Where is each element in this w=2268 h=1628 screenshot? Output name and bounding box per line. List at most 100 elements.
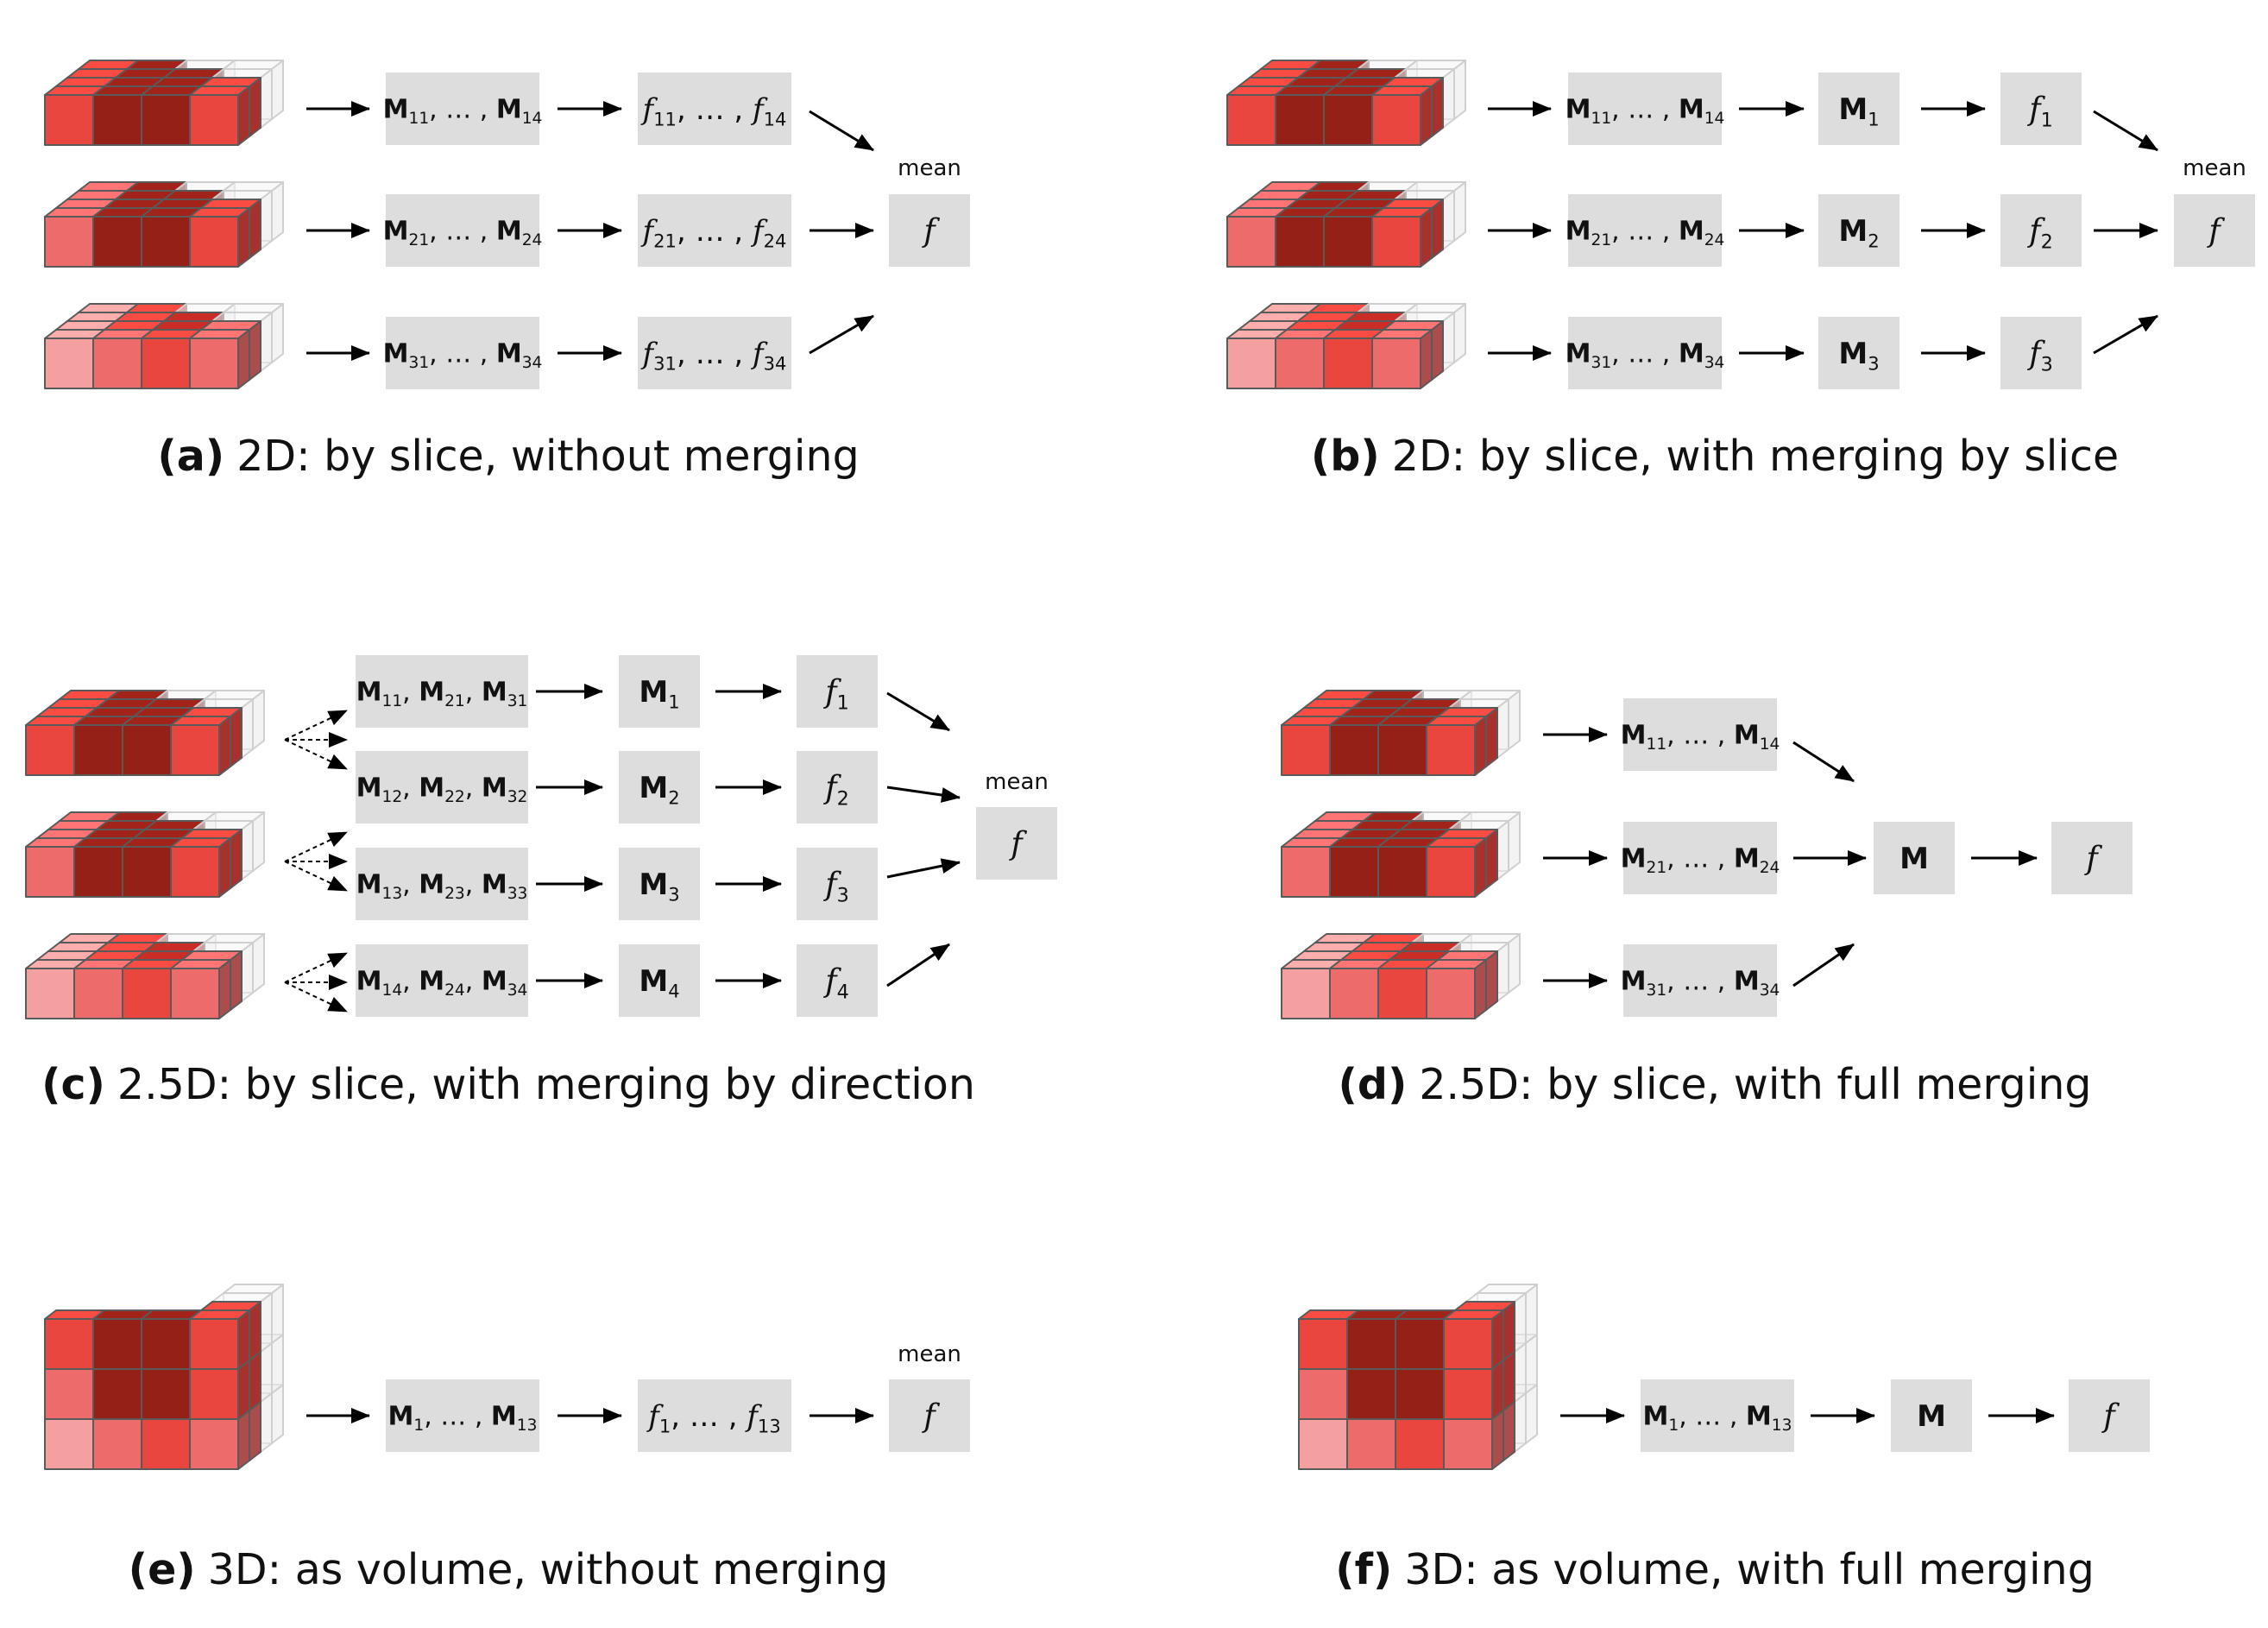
voxel-side (1491, 1309, 1504, 1370)
voxel-top (1371, 85, 1433, 96)
voxel-top (204, 933, 265, 943)
panel-e-feature-box: f1, … , f13 (638, 1379, 791, 1452)
voxel-top (189, 329, 250, 339)
voxel-top (1477, 1284, 1538, 1294)
voxel-side (1453, 60, 1466, 120)
panel-c-dashed-arrow (284, 981, 348, 1013)
panel-b-merged-box-bg (1818, 73, 1899, 145)
voxel-top (1437, 707, 1498, 717)
voxel-side (1508, 933, 1521, 994)
voxel-front (92, 1368, 142, 1420)
voxel-side (1474, 959, 1487, 1019)
panel-c-dashed-arrow (284, 710, 348, 741)
panel-c-feature-box: f2 (797, 751, 878, 823)
voxel-top (204, 811, 265, 822)
voxel-front (1275, 94, 1325, 146)
voxel-front (1443, 1368, 1493, 1420)
voxel-front (1346, 1368, 1396, 1420)
panel-d-matrix-label: M11, … , M14 (1621, 721, 1780, 754)
voxel-front (1226, 94, 1276, 146)
panel-b-arrow-in (2093, 110, 2158, 152)
panel-a-feature-label: f21, … , f24 (640, 214, 787, 251)
voxel-top (223, 1284, 284, 1294)
voxel-front (44, 338, 94, 389)
panel-a-slices-slice-3 (44, 303, 284, 389)
panel-c-feature-box: f3 (797, 848, 878, 920)
voxel-side (260, 68, 273, 129)
voxel-top (192, 820, 254, 830)
panel-d-merged-box-bg (1874, 822, 1955, 894)
voxel-side (260, 1342, 273, 1403)
voxel-front (1443, 1318, 1493, 1370)
voxel-side (241, 820, 254, 880)
voxel-front (189, 1368, 239, 1420)
voxel-top (1394, 190, 1455, 200)
voxel-front (92, 94, 142, 146)
voxel-front (170, 968, 220, 1019)
voxel-front (141, 338, 191, 389)
panel-f-matrix-box: M1, … , M13 (1641, 1379, 1794, 1452)
panel-d-slices-slice-3 (1281, 933, 1521, 1019)
voxel-front (1377, 846, 1427, 898)
panel-b-mean-label: mean (2183, 155, 2246, 181)
voxel-top (1405, 303, 1466, 313)
panel-c-arrow-in (886, 943, 950, 988)
panel-b-matrix-box-bg (1568, 194, 1722, 267)
voxel-front (73, 968, 123, 1019)
panel-a-output-box-bg (889, 194, 970, 267)
panel-d-matrix-box-bg (1623, 822, 1777, 894)
voxel-front (141, 216, 191, 268)
caption-e-text: 3D: as volume, without merging (207, 1545, 889, 1594)
panel-b-slices-slice-2 (1226, 181, 1466, 268)
voxel-front (1329, 724, 1379, 776)
panel-a-matrix-box: M11, … , M14 (383, 73, 542, 145)
panel-e-matrix-box-bg (386, 1379, 539, 1452)
voxel-front (1426, 724, 1476, 776)
panel-b-output-box-bg (2174, 194, 2255, 267)
voxel-front (189, 1318, 239, 1370)
panel-e-matrix-box: M1, … , M13 (386, 1379, 539, 1452)
voxel-side (1431, 320, 1444, 381)
voxel-front (44, 216, 94, 268)
panel-c-merged-box: M3 (619, 848, 700, 920)
voxel-top (181, 829, 243, 839)
panel-b-feature-box-bg (2000, 73, 2082, 145)
panel-b-merged-box-bg (1818, 194, 1899, 267)
voxel-side (218, 716, 231, 776)
voxel-front (1281, 724, 1331, 776)
panel-c-matrix-box: M11, M21, M31 (356, 655, 528, 728)
panel-d-matrix-box-bg (1623, 944, 1777, 1017)
panel-c-matrix-box: M13, M23, M33 (356, 848, 528, 920)
panel-b-slices-slice-1 (1226, 60, 1466, 146)
voxel-top (200, 199, 261, 209)
voxel-side (271, 1334, 284, 1394)
panel-c-feature-box-bg (797, 655, 878, 728)
panel-d-output-box-bg (2051, 822, 2133, 894)
panel-d-arrow-in (1792, 943, 1855, 988)
caption-e-label: (e) (128, 1545, 196, 1594)
voxel-top (170, 837, 231, 848)
voxel-top (211, 190, 273, 200)
panel-a-feature-label: f11, … , f14 (640, 92, 787, 129)
panel-a-arrow-in (809, 314, 874, 355)
panel-c-merged-label: M3 (639, 868, 679, 905)
panel-b-matrix-box: M11, … , M14 (1566, 73, 1724, 145)
voxel-side (1485, 707, 1498, 767)
voxel-side (237, 1309, 250, 1370)
panel-f-merged-box-bg (1891, 1379, 1972, 1452)
voxel-front (170, 846, 220, 898)
panel-a-matrix-box: M31, … , M34 (383, 317, 542, 389)
voxel-side (1442, 68, 1455, 129)
voxel-front (1371, 216, 1421, 268)
voxel-top (192, 942, 254, 952)
voxel-side (252, 690, 265, 750)
voxel-side (1496, 820, 1509, 880)
voxel-front (1281, 968, 1331, 1019)
panel-c-merged-box-bg (619, 655, 700, 728)
voxel-front (44, 1318, 94, 1370)
panel-c-dashed-arrow (284, 831, 348, 862)
voxel-side (249, 1351, 261, 1411)
voxel-top (1448, 698, 1509, 709)
panel-b-merged-box: M2 (1818, 194, 1899, 267)
panel-b-matrix-box: M31, … , M34 (1566, 317, 1724, 389)
